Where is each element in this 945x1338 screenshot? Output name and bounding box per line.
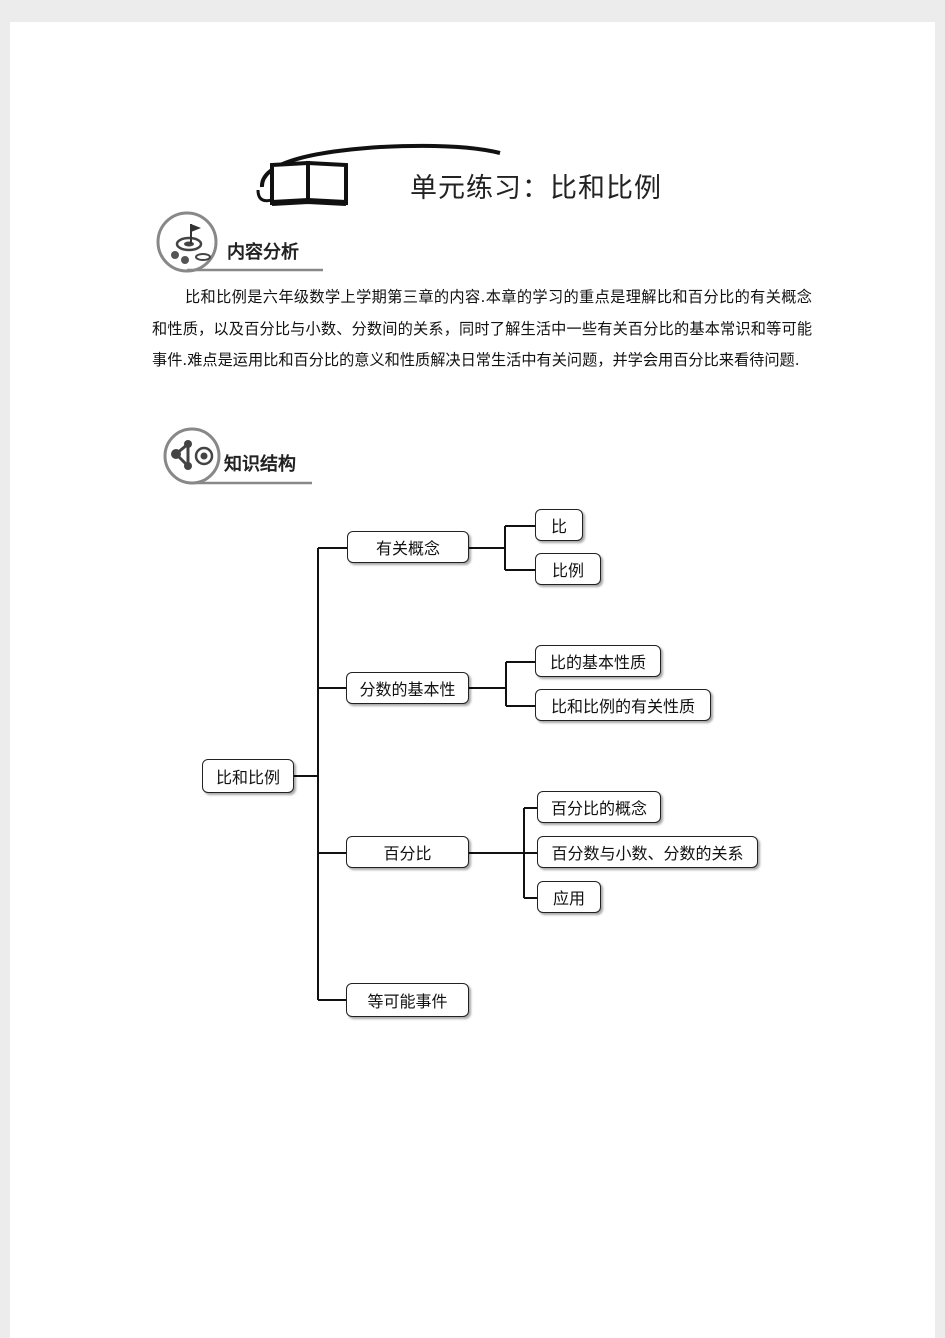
tree-branch-node: 有关概念	[347, 531, 469, 563]
tree-leaf-node: 比和比例的有关性质	[535, 689, 711, 721]
section-content-analysis: 内容分析	[155, 210, 325, 274]
tree-leaf-node: 比	[535, 509, 583, 541]
title-decoration	[256, 143, 501, 206]
network-node-icon	[163, 427, 312, 485]
tree-leaf-node: 应用	[537, 881, 601, 913]
tree-branch-node: 百分比	[346, 836, 469, 868]
tree-branch-node: 等可能事件	[346, 983, 469, 1017]
open-book-icon	[270, 160, 348, 206]
tree-branch-node: 分数的基本性	[346, 672, 469, 704]
content-analysis-paragraph: 比和比例是六年级数学上学期第三章的内容.本章的学习的重点是理解比和百分比的有关概…	[152, 288, 812, 369]
tree-root-node: 比和比例	[202, 759, 294, 793]
tree-leaf-node: 比的基本性质	[535, 645, 661, 677]
tree-leaf-node: 比例	[535, 553, 601, 585]
tree-leaf-node: 百分比的概念	[537, 791, 661, 823]
section-knowledge-structure: 知识结构	[160, 426, 320, 488]
tree-leaf-node: 百分数与小数、分数的关系	[537, 836, 758, 868]
page-title: 单元练习：比和比例	[410, 173, 662, 204]
section-heading: 知识结构	[224, 454, 296, 475]
section-heading: 内容分析	[227, 242, 299, 263]
target-flag-icon	[156, 211, 323, 273]
